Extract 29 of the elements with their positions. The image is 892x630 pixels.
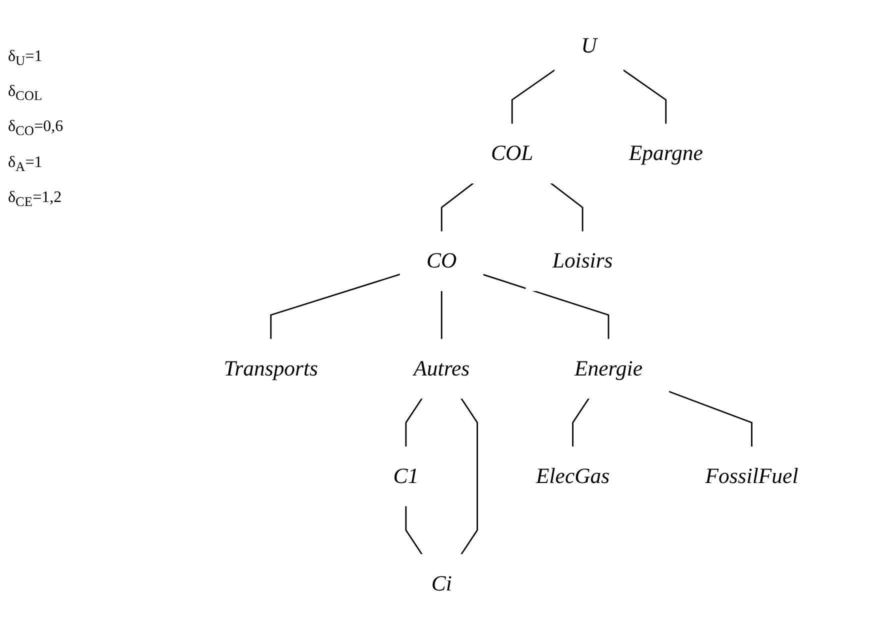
elasticity-label: δ$_{CO}$=0,6	[8, 118, 64, 140]
connector	[511, 69, 556, 124]
node-text: Loisirs	[552, 249, 613, 274]
node-text: CO	[426, 249, 457, 274]
connector	[668, 390, 752, 448]
connector	[440, 182, 474, 232]
node-text: C1	[393, 464, 419, 488]
node-text: U	[581, 34, 597, 58]
node-text: Autres	[414, 356, 470, 381]
connector	[270, 274, 401, 340]
connector	[405, 506, 423, 556]
connector	[440, 290, 442, 340]
connector	[622, 69, 667, 124]
elasticity-label: δ$_{COL}$	[8, 83, 44, 104]
node-text: COL	[490, 142, 534, 166]
elasticity-label: δ$_{U}$=1	[8, 48, 44, 70]
connector	[550, 182, 584, 232]
connector	[482, 274, 610, 340]
node-text: FossilFuel	[705, 464, 798, 488]
connector	[572, 398, 590, 448]
connector	[460, 398, 478, 556]
connector	[405, 398, 423, 448]
node-text: Epargne	[628, 142, 703, 166]
node-text: ElecGas	[536, 464, 610, 488]
node-text: Transports	[224, 356, 318, 381]
elasticity-label: δ$_{A}$=1	[8, 154, 44, 175]
node-text: Ci	[431, 572, 452, 596]
elasticity-label: δ$_{CE}$=1,2	[8, 188, 63, 210]
node-text: Energie	[574, 356, 642, 381]
